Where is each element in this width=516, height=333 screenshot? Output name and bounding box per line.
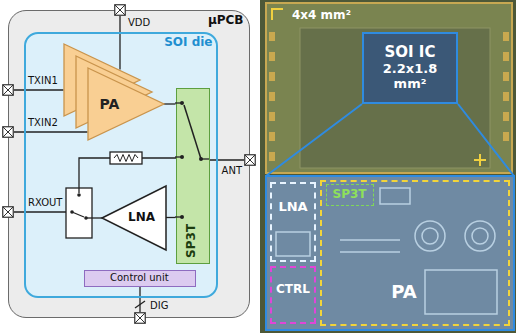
signal-wire <box>14 89 64 90</box>
chip-callout-box: SOI IC2.2x1.8 mm² <box>362 32 458 104</box>
pin-cross <box>135 313 145 323</box>
switch-pivot <box>199 157 203 161</box>
control-block: Control unit <box>84 270 196 287</box>
bypass-wire <box>79 158 110 188</box>
pin-symbol <box>2 84 14 96</box>
switch-dot <box>180 215 184 219</box>
switch-dot <box>180 101 184 105</box>
pin-cross <box>245 155 255 165</box>
block-label: SP3T <box>185 224 199 258</box>
region-label: LNA <box>278 200 307 215</box>
pin-pad: TXIN1 <box>2 84 14 96</box>
pin-square <box>3 85 14 96</box>
region-label: PA <box>391 282 416 303</box>
pin-label: DIG <box>150 300 168 312</box>
switch-dot <box>180 155 184 159</box>
pin-cross <box>3 85 13 95</box>
pin-symbol <box>2 126 14 138</box>
pin-label: ANT <box>222 165 242 177</box>
pin-symbol <box>134 312 146 324</box>
zoom-lines <box>266 104 514 176</box>
pin-pad: TXIN2 <box>2 126 14 138</box>
photo-ground <box>260 0 516 333</box>
pin-pad: ANT <box>244 154 256 166</box>
pin-pad: VDD <box>114 4 126 16</box>
pin-square <box>3 207 14 218</box>
layout-pattern <box>276 188 497 314</box>
pin-cross <box>115 5 125 15</box>
pa-region: PA SP3T <box>320 180 510 326</box>
die-ground <box>24 32 218 298</box>
pcb-ground <box>8 10 250 318</box>
amplifier-triangle <box>88 68 164 140</box>
pin-square <box>115 5 126 16</box>
pin-symbol <box>114 4 126 16</box>
block-label: Control unit <box>110 272 169 284</box>
pin-cross <box>3 127 13 137</box>
rf-switch: SP3T <box>176 88 210 264</box>
bypass-wire <box>142 157 176 158</box>
die-outline: SOI diePA SP3T LNA Control unit <box>24 32 218 298</box>
pcb-outline: μPCB SOI diePA SP3T LNA Control unit <box>8 10 250 318</box>
signal-wire <box>139 287 140 313</box>
switch-region: SP3T <box>326 184 374 206</box>
switch-contact <box>78 188 79 193</box>
rx-wire <box>14 211 66 212</box>
pa-symbol <box>64 44 164 140</box>
switch-dot <box>77 193 81 197</box>
power-amplifier: PA <box>64 44 164 140</box>
lna-region: LNA <box>270 182 316 262</box>
resistor-zigzag <box>114 155 138 162</box>
pin-label: RXOUT <box>28 197 62 209</box>
region-label: SP3T <box>333 188 367 202</box>
pin-square <box>3 127 14 138</box>
pin-label: TXIN1 <box>28 75 58 87</box>
resistor-symbol <box>110 152 142 164</box>
corner-mark <box>272 9 283 20</box>
switch-dot <box>84 216 88 220</box>
signal-wire <box>119 16 120 70</box>
pin-pad: DIG <box>134 312 146 324</box>
chip-size: 2.2x1.8 mm² <box>377 62 443 92</box>
block-label: PA <box>100 96 120 112</box>
die-photo <box>300 28 490 168</box>
layout-inset <box>266 176 514 330</box>
die-label: SOI die <box>164 36 212 50</box>
pin-symbol <box>2 206 14 218</box>
signal-wire <box>210 159 245 160</box>
pin-cross <box>3 207 13 217</box>
pin-symbol <box>244 154 256 166</box>
amplifier-triangle <box>102 186 166 250</box>
rx-switch-box <box>66 188 92 238</box>
switch-arm <box>184 105 201 159</box>
fiducial-cross <box>474 154 486 166</box>
pcb-label: μPCB <box>208 14 244 28</box>
lna-amplifier: LNA <box>102 186 166 250</box>
chip-name: SOI IC <box>385 44 436 61</box>
pin-label: VDD <box>128 17 150 29</box>
pin-pad: RXOUT <box>2 206 14 218</box>
switch-arm <box>72 212 84 217</box>
pin-label: TXIN2 <box>28 117 58 129</box>
control-region: CTRL <box>270 266 316 324</box>
pin-square <box>245 155 256 166</box>
dimension-label: 4x4 mm² <box>292 9 351 23</box>
signal-wire <box>164 103 176 104</box>
pin-square <box>135 313 146 324</box>
region-label: CTRL <box>276 283 310 297</box>
signal-wire <box>166 217 176 218</box>
block-label: LNA <box>128 211 155 225</box>
switch-pivot <box>70 210 74 214</box>
